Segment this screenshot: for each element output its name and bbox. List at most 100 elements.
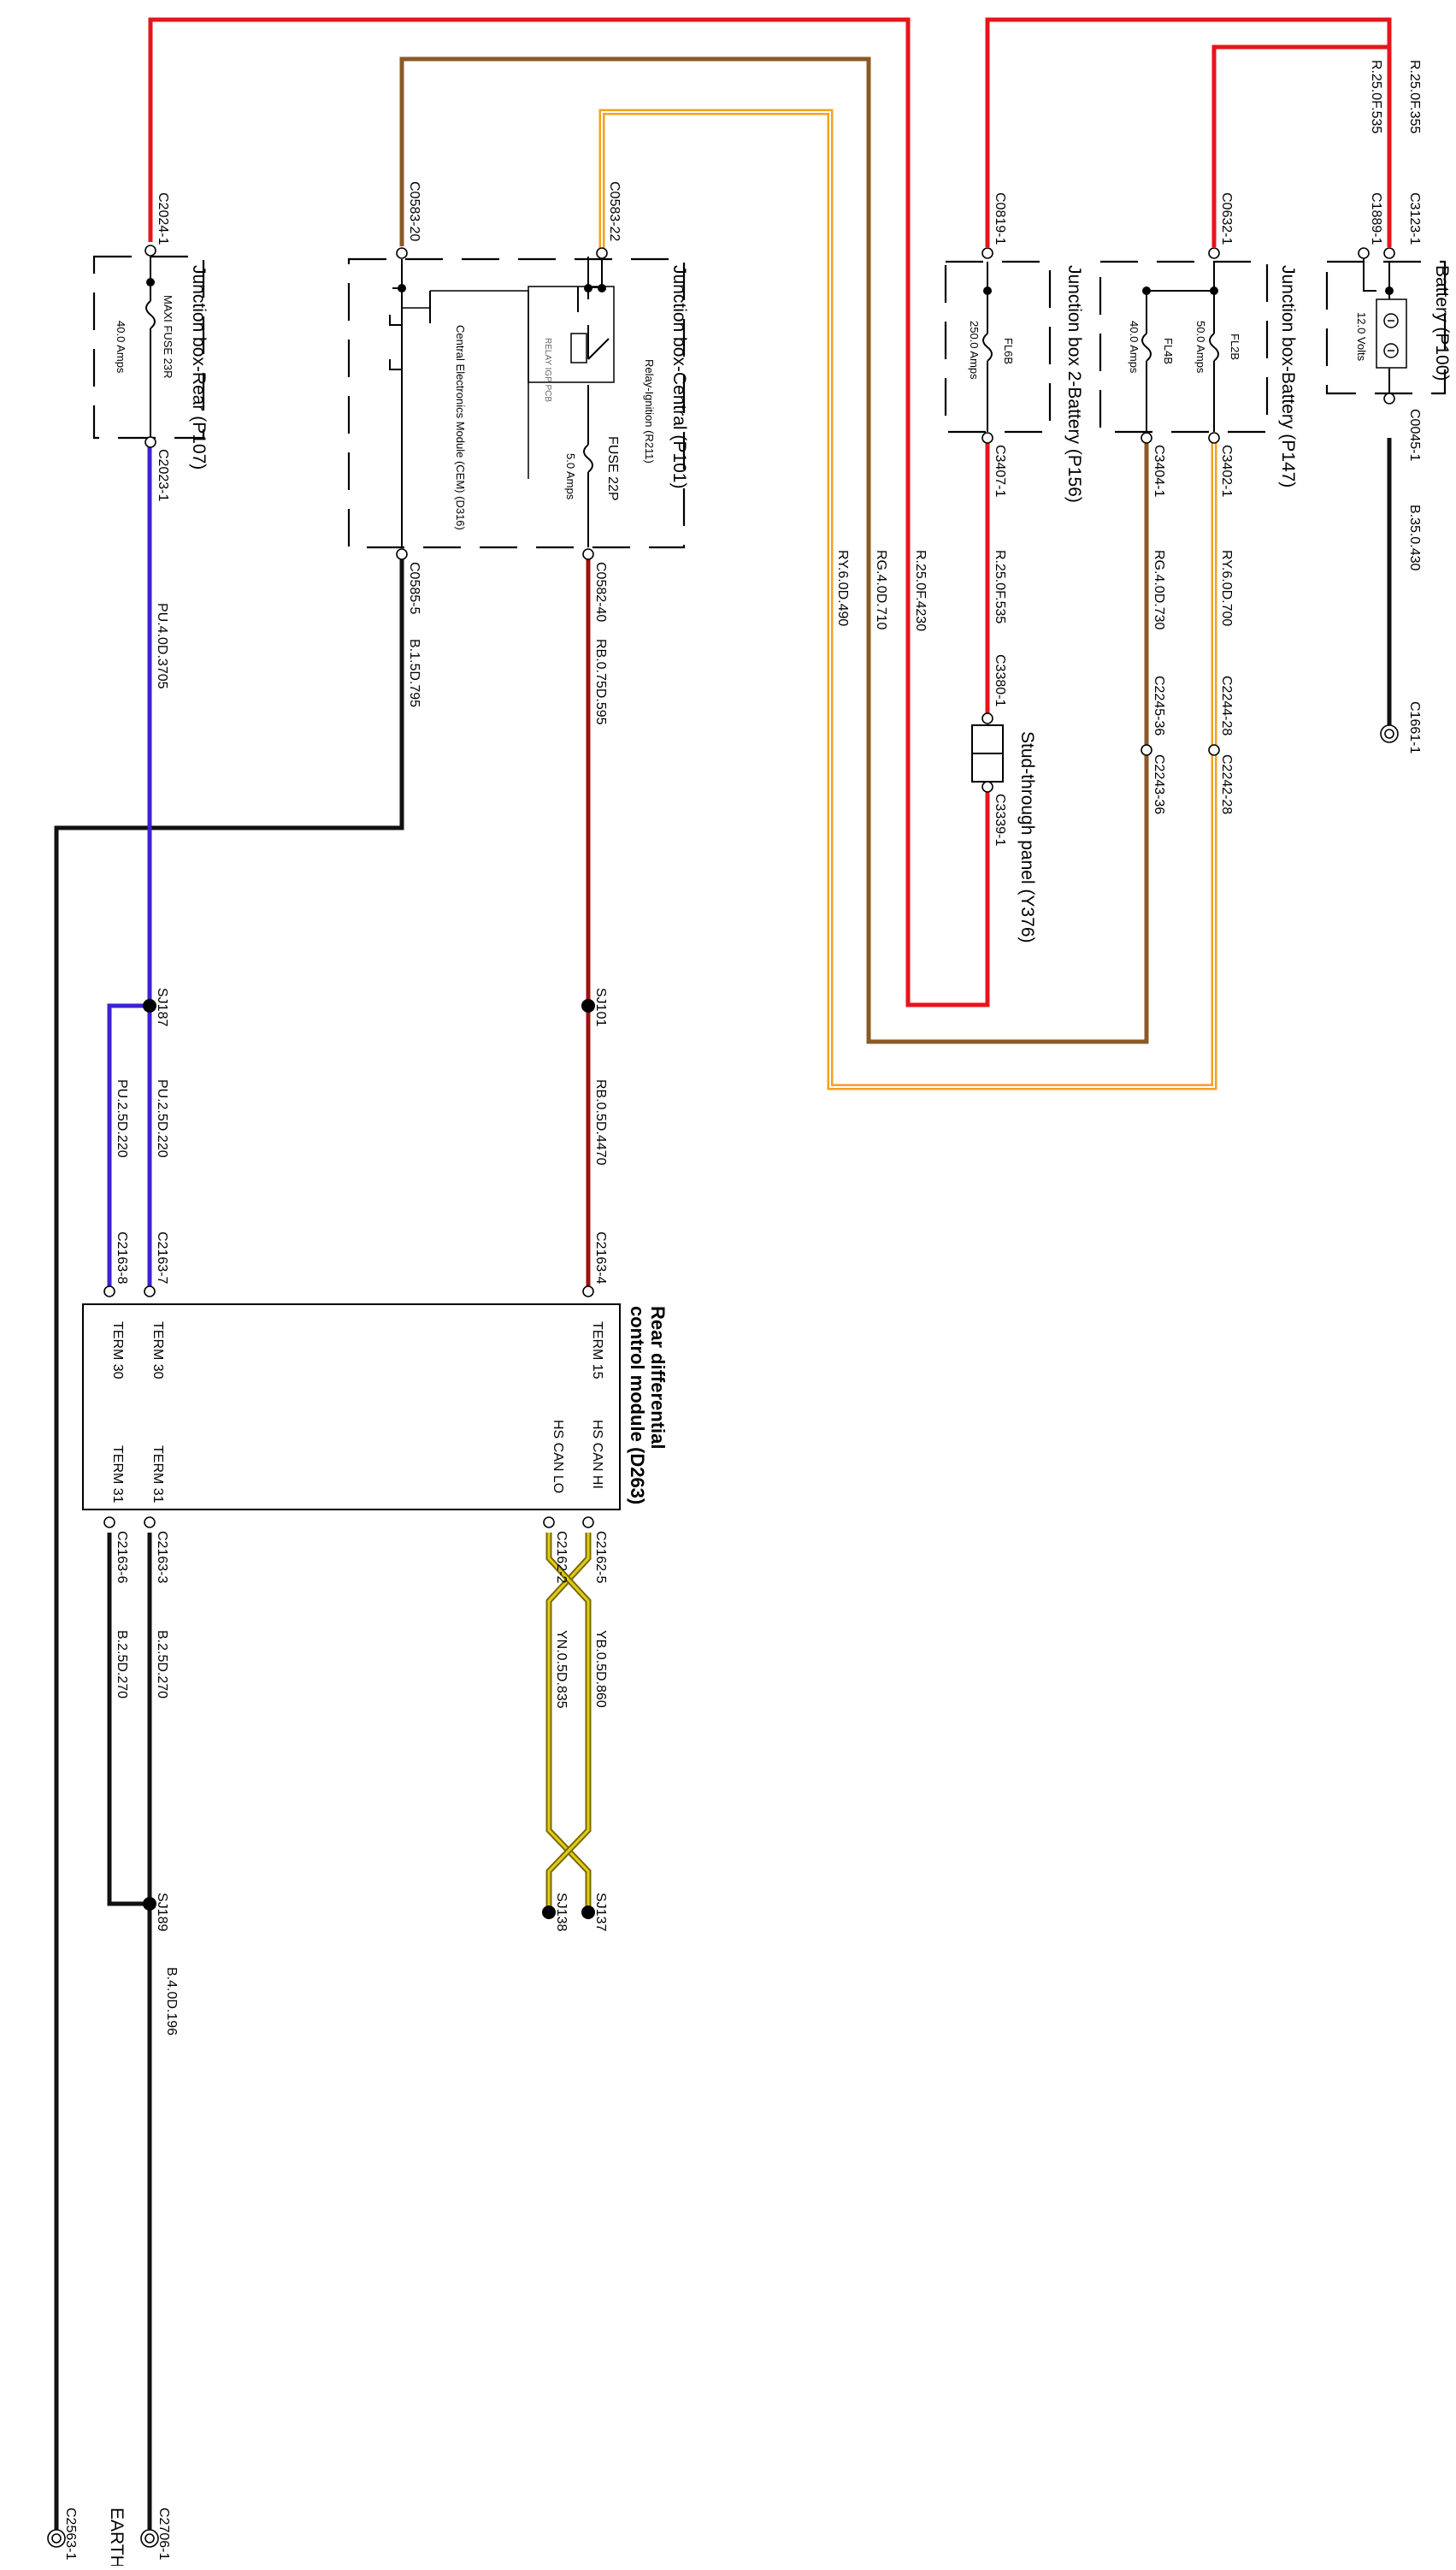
label-r-355: R.25.0F.355 bbox=[1407, 60, 1422, 133]
label-c0632-1: C0632-1 bbox=[1219, 192, 1234, 245]
pin-c2244-28[interactable] bbox=[1208, 744, 1220, 756]
pin-c1889-1[interactable] bbox=[1358, 247, 1370, 259]
pin-c3404-1[interactable] bbox=[1141, 432, 1152, 444]
jb-rear-rating: 40.0 Amps bbox=[115, 321, 127, 374]
splice-sj189 bbox=[143, 1897, 156, 1911]
jb2-title: Junction box 2-Battery (P156) bbox=[1064, 265, 1084, 503]
pin-c2706-1-inner bbox=[144, 2533, 155, 2543]
fl6b-symbol bbox=[982, 333, 993, 362]
wire-r-535-battery[interactable] bbox=[1211, 44, 1389, 247]
label-c3339-1: C3339-1 bbox=[993, 794, 1007, 846]
wire-r-355-rear[interactable] bbox=[148, 17, 990, 1007]
relay-node-1 bbox=[584, 284, 592, 292]
relay-label: Relay-Ignition (R211) bbox=[643, 359, 656, 464]
pin-c2163-3[interactable] bbox=[144, 1516, 156, 1528]
label-c2242-28: C2242-28 bbox=[1219, 754, 1234, 814]
label-pu-220a: PU.2.5D.220 bbox=[155, 1079, 169, 1158]
jb-central-title: Junction box-Central (P101) bbox=[669, 265, 689, 488]
label-c2162-5: C2162-5 bbox=[593, 1531, 608, 1583]
label-c2023-1: C2023-1 bbox=[156, 449, 170, 501]
label-r-4230: R.25.0F.4230 bbox=[913, 550, 928, 631]
relay-node-2 bbox=[598, 284, 606, 292]
pin-c1661-1-inner bbox=[1384, 729, 1394, 739]
junction-box-rear-outline bbox=[92, 255, 205, 440]
splice-sj138 bbox=[542, 1905, 556, 1919]
label-c2162-2: C2162-2 bbox=[554, 1531, 569, 1583]
can-twisted-pair[interactable] bbox=[545, 1533, 592, 1907]
splices bbox=[143, 999, 595, 1919]
rdcm-term30a: TERM 30 bbox=[150, 1321, 165, 1380]
battery bbox=[1325, 257, 1447, 395]
jb-battery-node-2 bbox=[1210, 287, 1218, 295]
fl2b-rating: 50.0 Amps bbox=[1194, 321, 1207, 374]
pin-c2163-6[interactable] bbox=[103, 1516, 115, 1528]
label-c3402-1: C3402-1 bbox=[1219, 445, 1234, 497]
pin-c2163-8[interactable] bbox=[103, 1285, 115, 1297]
pin-c0585-5[interactable] bbox=[396, 548, 408, 560]
jb-battery-busbar bbox=[1146, 262, 1215, 334]
label-ry-490: RY.6.0D.490 bbox=[835, 550, 850, 626]
label-sj187: SJ187 bbox=[155, 988, 169, 1026]
pin-c0632-1[interactable] bbox=[1208, 247, 1220, 259]
splice-sj101 bbox=[581, 999, 595, 1013]
pin-c0819-1[interactable] bbox=[981, 247, 993, 259]
junction-box-2-outline bbox=[944, 260, 1052, 434]
label-c2244-28: C2244-28 bbox=[1219, 676, 1234, 736]
pin-c0045-1[interactable] bbox=[1383, 393, 1395, 405]
label-c1889-1: C1889-1 bbox=[1369, 192, 1383, 245]
rdcm-hs-can-hi: HS CAN HI bbox=[590, 1420, 604, 1489]
label-c0045-1: C0045-1 bbox=[1407, 409, 1422, 461]
relay-note: RELAY IGP PCB bbox=[543, 338, 552, 402]
pin-c3123-1[interactable] bbox=[1383, 247, 1395, 259]
pin-c0583-22[interactable] bbox=[596, 247, 608, 259]
pin-c3380-1[interactable] bbox=[981, 712, 993, 724]
pin-c2245-36[interactable] bbox=[1141, 744, 1152, 756]
junction-box-central bbox=[347, 257, 686, 549]
fuse-22p-symbol bbox=[583, 444, 593, 473]
jb2-node bbox=[983, 287, 992, 295]
label-c2243-36: C2243-36 bbox=[1152, 754, 1166, 814]
wire-b-270[interactable] bbox=[107, 1533, 150, 1906]
rdcm-term30b: TERM 30 bbox=[110, 1321, 125, 1380]
label-ry-700: RY.6.0D.700 bbox=[1219, 550, 1234, 626]
pin-c3402-1[interactable] bbox=[1208, 432, 1220, 444]
fl4b-label: FL4B bbox=[1162, 338, 1175, 364]
battery-title: Battery (P100) bbox=[1432, 265, 1452, 381]
cem-label: Central Electronics Module (CEM) (D316) bbox=[454, 325, 467, 530]
fl2b-label: FL2B bbox=[1229, 334, 1241, 360]
battery-outline bbox=[1325, 260, 1447, 395]
pin-c2024-1[interactable] bbox=[144, 245, 156, 257]
pin-c2163-7[interactable] bbox=[144, 1285, 156, 1297]
wire-pu-220[interactable] bbox=[107, 1003, 150, 1287]
pin-c2023-1[interactable] bbox=[144, 436, 156, 448]
wire-b-795[interactable] bbox=[54, 554, 404, 2533]
jb-rear-title: Junction box-Rear (P107) bbox=[189, 265, 209, 470]
battery-cell bbox=[1376, 298, 1407, 369]
battery-voltage: 12.0 Volts bbox=[1355, 312, 1368, 362]
pin-c3339-1[interactable] bbox=[981, 781, 993, 793]
jb-battery-node-1 bbox=[1142, 287, 1151, 295]
pin-c0582-40[interactable] bbox=[582, 548, 594, 560]
label-c2163-4: C2163-4 bbox=[593, 1232, 608, 1284]
label-sj137: SJ137 bbox=[593, 1893, 608, 1931]
label-b-270b: B.2.5D.270 bbox=[115, 1630, 129, 1699]
pin-c3407-1[interactable] bbox=[981, 432, 993, 444]
fl2b-fl4b-symbols bbox=[1141, 333, 1219, 362]
pin-c0583-20[interactable] bbox=[396, 247, 408, 259]
label-c2706-1: C2706-1 bbox=[156, 2508, 171, 2560]
pin-c2163-4[interactable] bbox=[582, 1285, 594, 1297]
maxi-fuse-23r-label: MAXI FUSE 23R bbox=[162, 295, 174, 379]
rdcm-hs-can-lo: HS CAN LO bbox=[551, 1420, 565, 1493]
jb-battery-title: Junction box-Battery (P147) bbox=[1278, 265, 1298, 487]
junction-box-battery bbox=[1099, 260, 1269, 434]
pin-c2162-2[interactable] bbox=[543, 1516, 555, 1528]
wire-rg-710[interactable] bbox=[399, 56, 1149, 1044]
battery-positive-icon bbox=[1383, 313, 1399, 328]
pin-c2162-5[interactable] bbox=[582, 1516, 594, 1528]
maxi-fuse-23r-symbol bbox=[145, 300, 156, 329]
wire-r-battery[interactable] bbox=[985, 17, 1392, 247]
rdcm-title-2: control module (D263) bbox=[627, 1306, 648, 1504]
fl6b-rating: 250.0 Amps bbox=[968, 321, 981, 380]
label-pu-220b: PU.2.5D.220 bbox=[115, 1079, 129, 1158]
